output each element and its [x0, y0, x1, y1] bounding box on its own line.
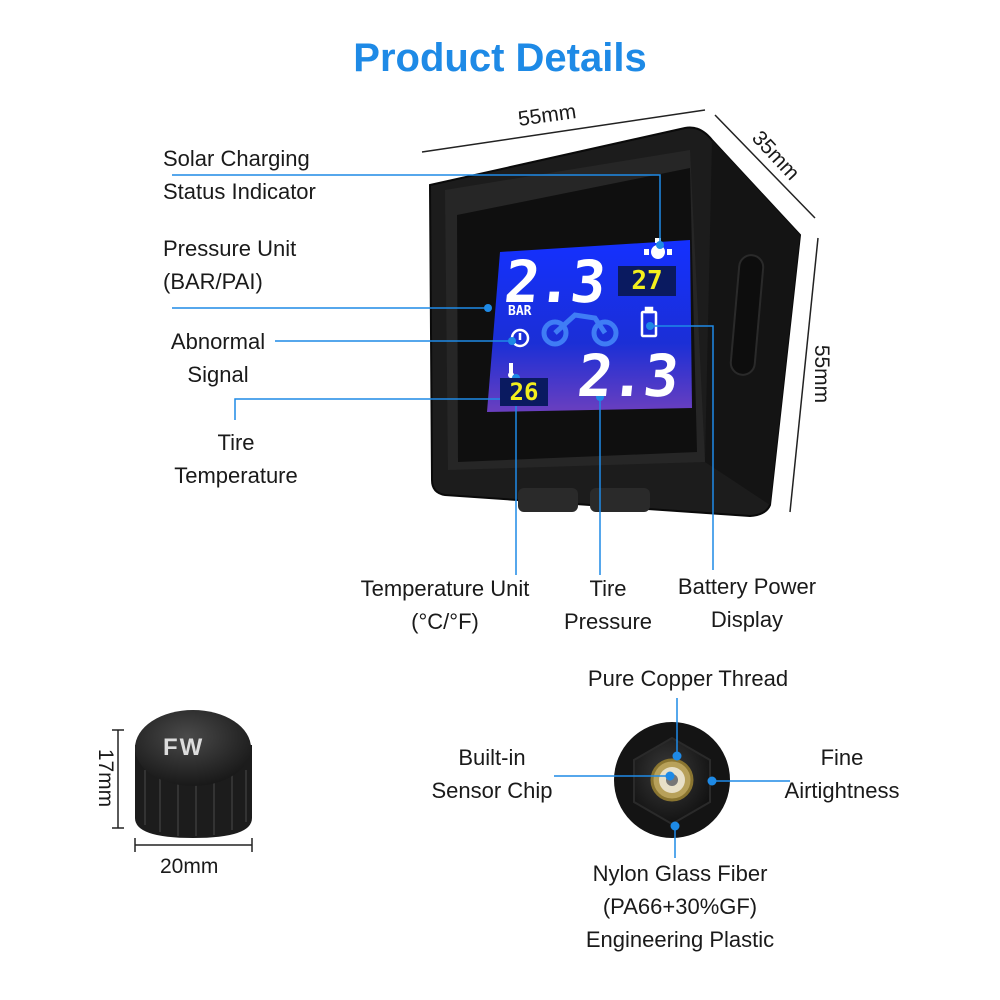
sensor-width-label: 20mm [160, 855, 219, 878]
sensor-chip-label: Built-in Sensor Chip [431, 745, 553, 803]
solar-indicator-label: Solar Charging Status Indicator [163, 146, 316, 204]
sensor-cap [135, 710, 252, 838]
height-dimension-line [789, 237, 819, 513]
battery-icon [640, 306, 658, 338]
pressure-unit-label: Pressure Unit (BAR/PAI) [163, 236, 297, 294]
tire-pressure-label: Tire Pressure [563, 576, 653, 634]
pressure-unit-readout: BAR [508, 304, 532, 319]
abnormal-signal-label: Abnormal Signal [170, 329, 266, 387]
tire-temperature-label: Tire Temperature [174, 430, 298, 488]
front-temp-readout: 27 [618, 266, 676, 296]
callout-lines [172, 174, 714, 575]
height-dimension-label: 55mm [810, 344, 834, 404]
tpms-monitor [428, 126, 802, 518]
width-dimension-line [421, 109, 706, 153]
page-title: Product Details [353, 36, 647, 80]
rear-pressure-readout: 2.3 [574, 342, 681, 410]
copper-thread-label: Pure Copper Thread [587, 666, 789, 691]
nylon-glass-fiber-label: Nylon Glass Fiber (PA66+30%GF) Engineeri… [585, 861, 775, 952]
sensor-dimension-lines [112, 729, 253, 852]
airtightness-label: Fine Airtightness [784, 745, 900, 803]
solar-callout-line [172, 174, 661, 245]
sensor-callout-lines [554, 698, 790, 858]
sensor-cap-text: FW [163, 734, 205, 761]
tire-temp-callout-line [234, 398, 510, 420]
sensor-height-label: 17mm [94, 748, 118, 808]
temperature-unit-label: Temperature Unit (°C/°F) [360, 576, 530, 634]
battery-display-label: Battery Power Display [677, 574, 817, 632]
rear-temp-readout: 26 [500, 378, 548, 406]
depth-dimension-line [714, 114, 816, 219]
battery-callout-line [650, 325, 714, 570]
motorcycle-icon [541, 312, 619, 347]
